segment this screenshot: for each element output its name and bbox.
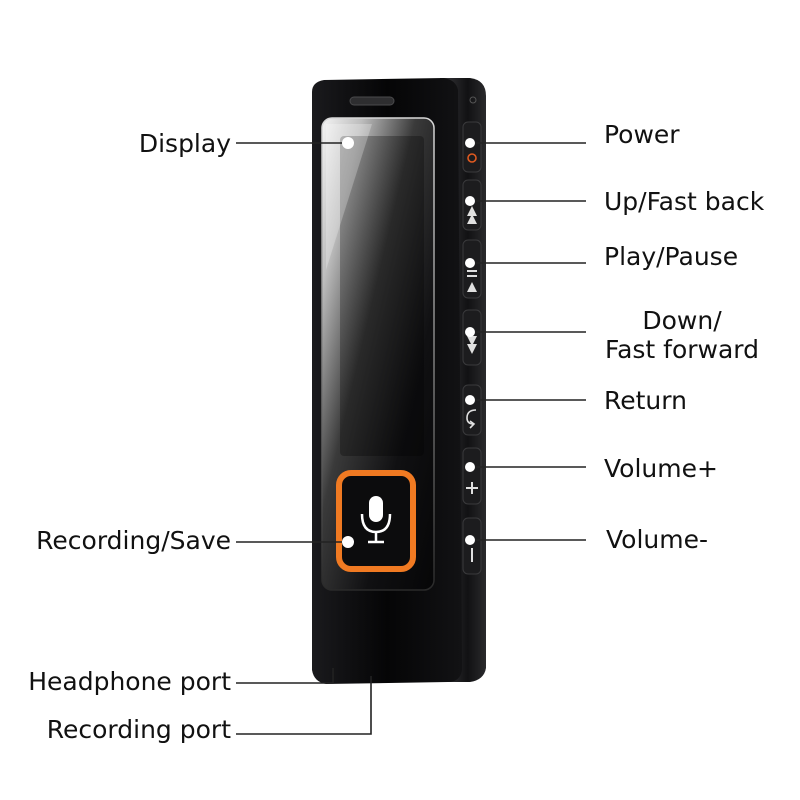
leader-recording-port <box>236 676 372 735</box>
leader-headphone <box>236 668 334 684</box>
screen-inner <box>340 136 424 456</box>
label-recording-save: Recording/Save <box>36 526 231 555</box>
dot-play <box>465 258 475 268</box>
label-down: Down/ <box>642 306 722 335</box>
play-button[interactable] <box>462 239 482 299</box>
fast-back-icon <box>467 206 477 224</box>
dot-recording <box>342 536 354 548</box>
dot-volume-plus <box>465 462 475 472</box>
play-pause-icon <box>467 270 477 292</box>
volume-up-button[interactable] <box>462 447 482 505</box>
dot-down <box>465 327 475 337</box>
volume-down-button[interactable] <box>462 517 482 575</box>
dot-return <box>465 395 475 405</box>
screen-reflection <box>326 124 372 270</box>
callout-labels: Display Power Up/Fast back Play/Pause Do… <box>28 120 765 744</box>
return-icon <box>466 409 477 429</box>
dot-volume-minus <box>465 535 475 545</box>
label-fast-forward: Fast forward <box>605 335 759 364</box>
dot-power <box>465 138 475 148</box>
microphone-icon <box>360 496 392 544</box>
dot-display <box>342 137 354 149</box>
dot-up <box>465 196 475 206</box>
label-up-fast-back: Up/Fast back <box>604 187 765 216</box>
label-play-pause: Play/Pause <box>604 242 738 271</box>
label-recording-port: Recording port <box>47 715 231 744</box>
power-icon <box>467 153 477 163</box>
speaker-grille <box>349 96 395 106</box>
label-return: Return <box>604 386 687 415</box>
callout-dots <box>342 137 475 548</box>
plus-icon <box>466 482 478 494</box>
label-display: Display <box>139 129 231 158</box>
record-button[interactable] <box>336 470 416 572</box>
label-volume-plus: Volume+ <box>604 454 718 483</box>
label-power: Power <box>604 120 680 149</box>
fast-forward-icon <box>467 336 477 354</box>
callout-lines <box>236 142 586 735</box>
side-indicator-icon <box>469 96 477 104</box>
label-headphone-port: Headphone port <box>28 667 231 696</box>
label-volume-minus: Volume- <box>606 525 708 554</box>
recorder-device <box>312 78 486 684</box>
